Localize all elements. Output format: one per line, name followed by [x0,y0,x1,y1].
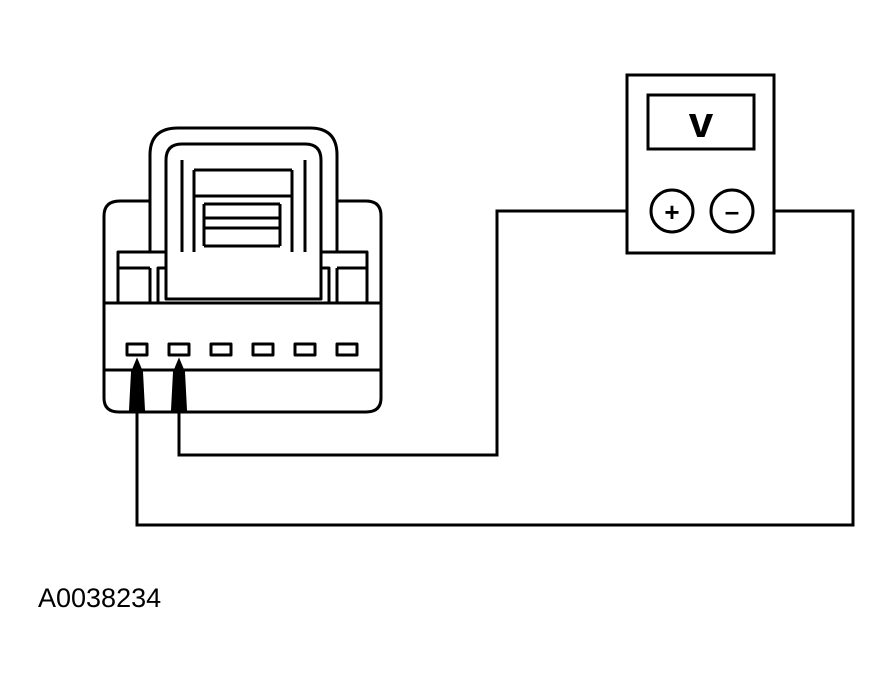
connector-cavity-6 [335,342,359,357]
connector-lock-tab-inner [164,142,323,252]
connector-cavity-1 [125,342,149,357]
positive-terminal[interactable] [649,188,695,234]
connector-shoulder-left [116,250,152,303]
connector-cavity-3 [209,342,233,357]
multimeter-display-symbol: v [689,98,714,147]
connector-body [102,199,383,414]
connector-cavity-4 [251,342,275,357]
positive-terminal-label: + [664,197,679,227]
negative-terminal[interactable] [709,188,755,234]
wires [135,209,855,527]
multimeter: v + – [625,73,776,255]
figure-id-label: A0038234 [38,583,162,613]
connector-cavity-2 [167,342,191,357]
connector-tab-shoulder [156,252,331,303]
multimeter-display [646,93,756,151]
connector-cavity-5 [293,342,317,357]
wire-positive [177,209,651,457]
connector-shoulder-right [335,250,369,303]
connector-lock-tab [148,126,339,201]
negative-terminal-label: – [725,196,739,226]
connector [102,126,383,414]
wire-negative [135,209,855,527]
